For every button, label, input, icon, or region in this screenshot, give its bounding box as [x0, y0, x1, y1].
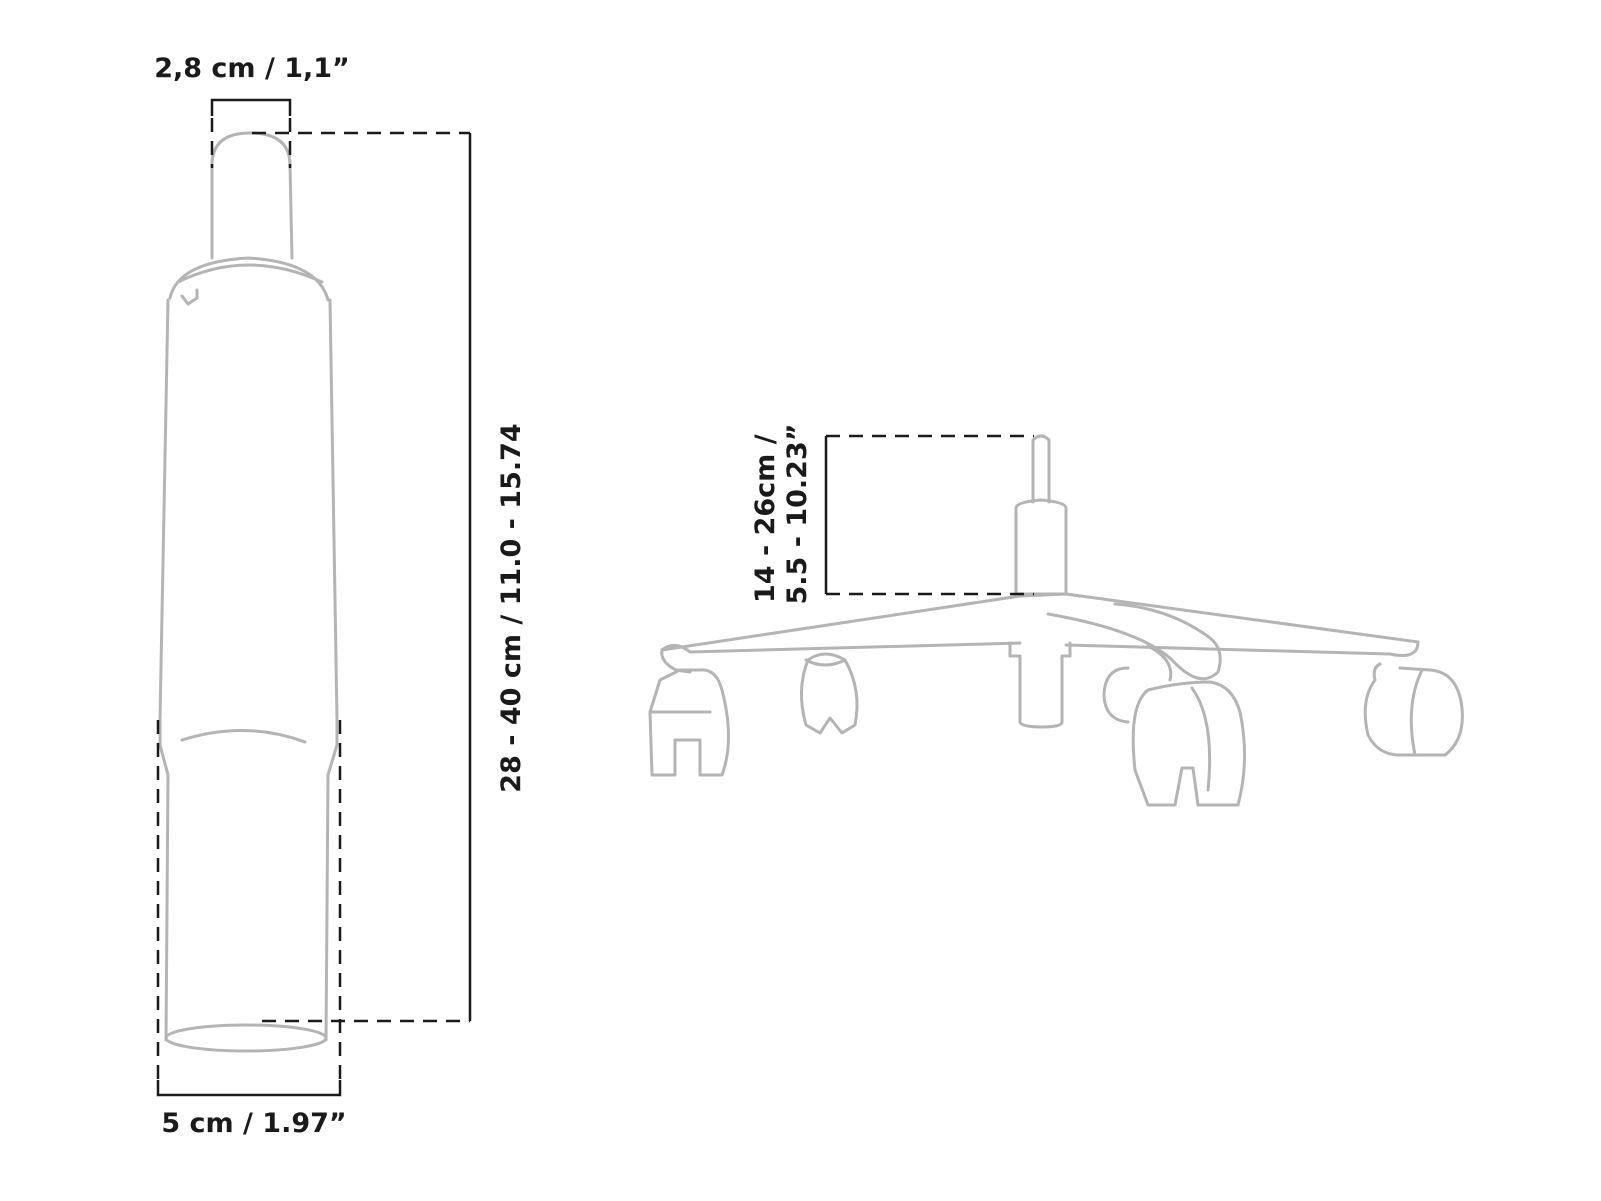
piston-rod-outline: [210, 131, 294, 260]
base-lower-stem: [1008, 641, 1072, 729]
base-front-leg-right: [1046, 602, 1222, 681]
gas-lift-cylinder-drawing: [158, 131, 339, 1053]
top-diameter-bracket: [210, 98, 292, 116]
chair-base-drawing: [648, 434, 1464, 807]
gas-lift-dimension-lines: [156, 98, 472, 1097]
caster-right-middle: [1102, 666, 1130, 724]
caster-left-middle: [799, 652, 859, 735]
cylinder-transition-band: [180, 729, 307, 744]
base-legs-top-outline: [660, 592, 1420, 652]
lift-height-label: 14 - 26cm / 5.5 - 10.23”: [750, 424, 813, 605]
base-lift-cylinder: [1014, 498, 1068, 596]
bottom-diameter-label: 5 cm / 1.97”: [161, 1108, 346, 1139]
cylinder-notch: [180, 288, 199, 306]
lift-height-label-line1: 14 - 26cm /: [750, 434, 781, 603]
base-left-arm: [660, 641, 1022, 654]
cylinder-body-outline-right: [324, 298, 339, 1042]
cylinder-body-outline: [158, 298, 170, 1042]
total-length-label: 28 - 40 cm / 11.0 - 15.74: [496, 423, 527, 792]
lift-height-label-line2: 5.5 - 10.23”: [782, 424, 813, 605]
caster-far-right: [1363, 662, 1464, 757]
top-diameter-label: 2,8 cm / 1,1”: [154, 53, 350, 84]
base-lift-pin: [1031, 434, 1051, 504]
bottom-diameter-bracket: [156, 1080, 342, 1097]
caster-far-left: [648, 668, 730, 777]
base-right-arm: [1064, 640, 1420, 657]
chair-base-dimension-lines: [824, 434, 1034, 596]
cylinder-bottom-ellipse: [164, 1023, 328, 1053]
cylinder-top-cap-rim: [176, 263, 324, 284]
caster-front-right: [1131, 680, 1246, 807]
